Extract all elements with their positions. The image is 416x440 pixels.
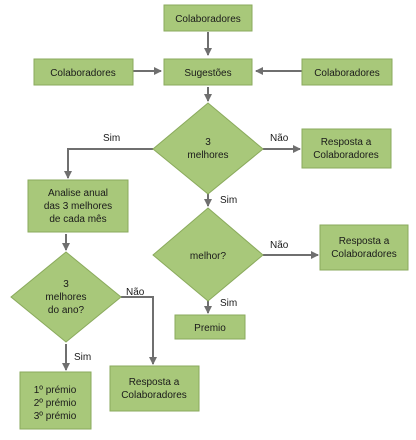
node-colaboradores-top: Colaboradores bbox=[163, 4, 253, 32]
node-resposta-3: Resposta a Colaboradores bbox=[109, 365, 200, 412]
node-label: Colaboradores bbox=[50, 68, 116, 79]
node-label: Resposta a bbox=[321, 137, 372, 148]
edge-label-sim: Sim bbox=[220, 195, 237, 206]
edge-label-nao: Não bbox=[270, 240, 289, 251]
decision-label: melhor? bbox=[190, 251, 227, 262]
decision-label: do ano? bbox=[48, 305, 85, 316]
node-label: Resposta a bbox=[129, 377, 180, 388]
node-label: de cada mês bbox=[49, 214, 106, 225]
node-label: Colaboradores bbox=[121, 390, 187, 401]
node-label: Colaboradores bbox=[313, 150, 379, 161]
edge-d1-sim-left bbox=[64, 148, 153, 179]
edge-labels: Sim Não Sim Não Sim Não Sim bbox=[74, 133, 289, 363]
decision-3-melhores-do-ano: 3 melhores do ano? bbox=[10, 251, 122, 343]
node-colaboradores-left: Colaboradores bbox=[33, 58, 134, 86]
edge-label-sim: Sim bbox=[74, 352, 91, 363]
node-label: Analise anual bbox=[48, 188, 108, 199]
connectors bbox=[62, 32, 319, 371]
node-colaboradores-right: Colaboradores bbox=[301, 58, 393, 86]
node-analise-anual: Analise anual das 3 melhores de cada mês bbox=[27, 179, 129, 233]
node-label: Premio bbox=[194, 323, 226, 334]
node-premios-list: 1º prémio 2º prémio 3º prémio bbox=[19, 371, 92, 430]
edge-d3-nao bbox=[121, 296, 157, 365]
node-resposta-2: Resposta a Colaboradores bbox=[319, 224, 409, 271]
decision-melhor: melhor? bbox=[152, 207, 264, 302]
node-label: 1º prémio bbox=[34, 385, 77, 396]
node-sugestoes: Sugestões bbox=[163, 58, 253, 86]
node-label: Resposta a bbox=[339, 236, 390, 247]
edge-label-sim: Sim bbox=[103, 133, 120, 144]
node-label: Sugestões bbox=[184, 68, 231, 79]
node-label: 2º prémio bbox=[34, 398, 77, 409]
node-label: 3º prémio bbox=[34, 411, 77, 422]
node-resposta-1: Resposta a Colaboradores bbox=[301, 128, 392, 169]
decision-3-melhores: 3 melhores bbox=[152, 102, 264, 195]
edge-label-sim: Sim bbox=[220, 298, 237, 309]
node-label: Colaboradores bbox=[314, 68, 380, 79]
node-label: Colaboradores bbox=[175, 14, 241, 25]
edge-label-nao: Não bbox=[270, 133, 289, 144]
decision-label: melhores bbox=[45, 292, 86, 303]
node-premio: Premio bbox=[174, 314, 246, 340]
edge-label-nao: Não bbox=[126, 287, 145, 298]
node-label: Colaboradores bbox=[331, 249, 397, 260]
decision-label: 3 bbox=[205, 137, 211, 148]
decision-label: 3 bbox=[63, 279, 69, 290]
node-label: das 3 melhores bbox=[44, 201, 112, 212]
decision-label: melhores bbox=[187, 150, 228, 161]
